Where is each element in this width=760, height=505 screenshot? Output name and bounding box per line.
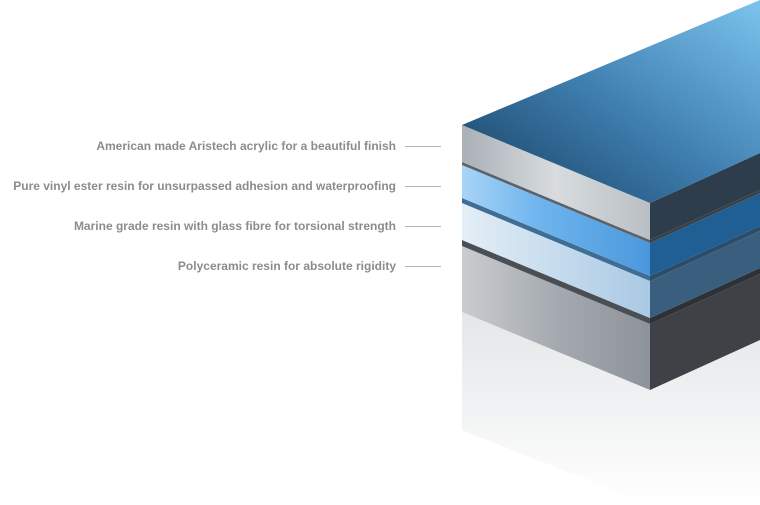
glass-fibre-layer-front: [462, 203, 650, 318]
reflection: [462, 312, 760, 505]
layer-label: Polyceramic resin for absolute rigidity: [177, 259, 396, 273]
vinyl-ester-layer-front: [462, 165, 650, 276]
layer-label: Pure vinyl ester resin for unsurpassed a…: [13, 179, 396, 193]
separator-side: [650, 190, 760, 243]
separator-front: [462, 240, 650, 324]
separator-front: [462, 198, 650, 281]
leader-line: [405, 146, 441, 147]
layer-label: Marine grade resin with glass fibre for …: [73, 219, 396, 233]
layer-label: American made Aristech acrylic for a bea…: [96, 139, 396, 153]
acrylic-top-surface: [462, 0, 760, 203]
separator-front: [462, 162, 650, 243]
glass-fibre-layer-side: [650, 231, 760, 318]
polyceramic-layer-front: [462, 246, 650, 390]
leader-line: [405, 266, 441, 267]
separator-side: [650, 268, 760, 324]
layer-stack: [462, 0, 760, 505]
polyceramic-layer-side: [650, 274, 760, 390]
leader-line: [405, 186, 441, 187]
acrylic-layer-side: [650, 153, 760, 240]
vinyl-ester-layer-side: [650, 193, 760, 276]
separator-side: [650, 226, 760, 281]
acrylic-layer-front: [462, 125, 650, 240]
leader-line: [405, 226, 441, 227]
